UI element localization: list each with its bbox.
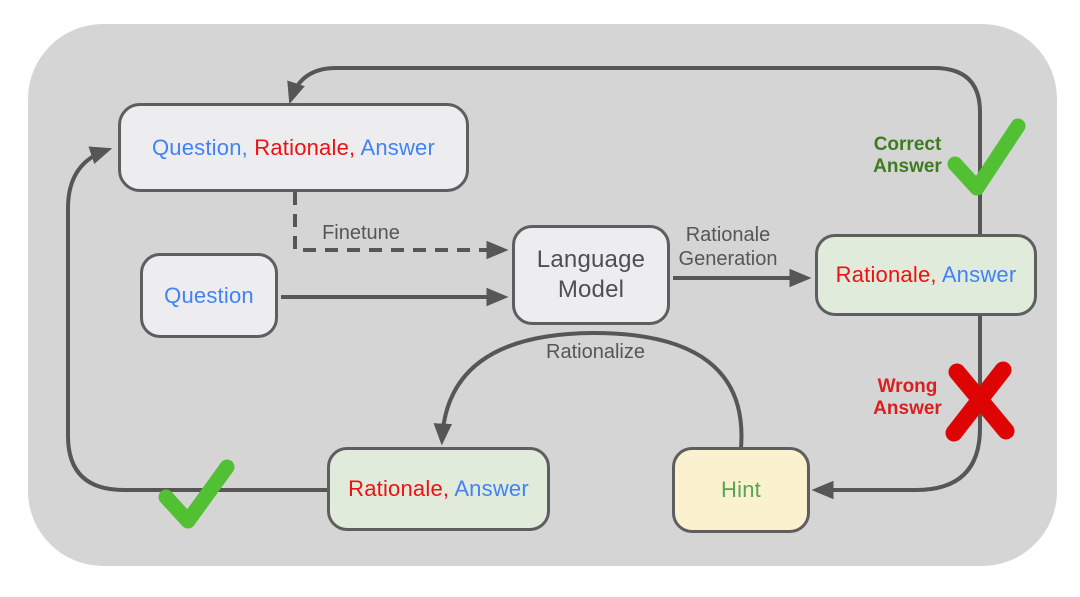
node-rationale-answer-bottom-text: Rationale, Answer [348,475,529,503]
rationale-text: Rationale [835,262,931,288]
rationale-generation-label-line2: Generation [678,248,778,270]
node-question-rationale-answer-text: Question, Rationale, Answer [152,134,435,162]
wrong-answer-label-line2: Answer [873,398,942,420]
correct-answer-label-line2: Answer [873,156,942,178]
separator-text: , [241,134,255,160]
node-question: Question [140,253,278,338]
rationale-generation-label-line1: Rationale [685,224,771,246]
question-text: Question [151,134,242,160]
wrong-answer-label-line1: Wrong [877,376,938,397]
separator-text: , [349,134,361,160]
node-rationale-answer-bottom: Rationale, Answer [327,447,550,531]
answer-text: Answer [941,262,1017,288]
wrong-answer-label: Wrong Answer [860,376,955,421]
language-model-line1: Language [536,246,646,273]
node-question-rationale-answer: Question, Rationale, Answer [118,103,469,192]
separator-text: , [442,476,455,502]
rationale-text: Rationale [254,134,350,160]
node-language-model: Language Model [512,225,670,325]
node-rationale-answer-right: Rationale, Answer [815,234,1037,316]
correct-answer-label-line1: Correct [873,134,942,155]
rationale-text: Rationale [348,476,443,502]
question-text: Question [164,282,254,308]
language-model-line2: Model [557,276,625,303]
answer-text: Answer [454,476,529,502]
rationalize-label: Rationalize [546,341,645,363]
node-rationale-answer-right-text: Rationale, Answer [836,261,1017,289]
finetune-label: Finetune [322,222,400,244]
separator-text: , [930,262,942,288]
rationale-generation-label: Rationale Generation [650,223,806,271]
correct-answer-label: Correct Answer [860,134,955,179]
node-hint: Hint [672,447,810,533]
hint-text: Hint [721,477,761,503]
answer-text: Answer [360,134,436,160]
